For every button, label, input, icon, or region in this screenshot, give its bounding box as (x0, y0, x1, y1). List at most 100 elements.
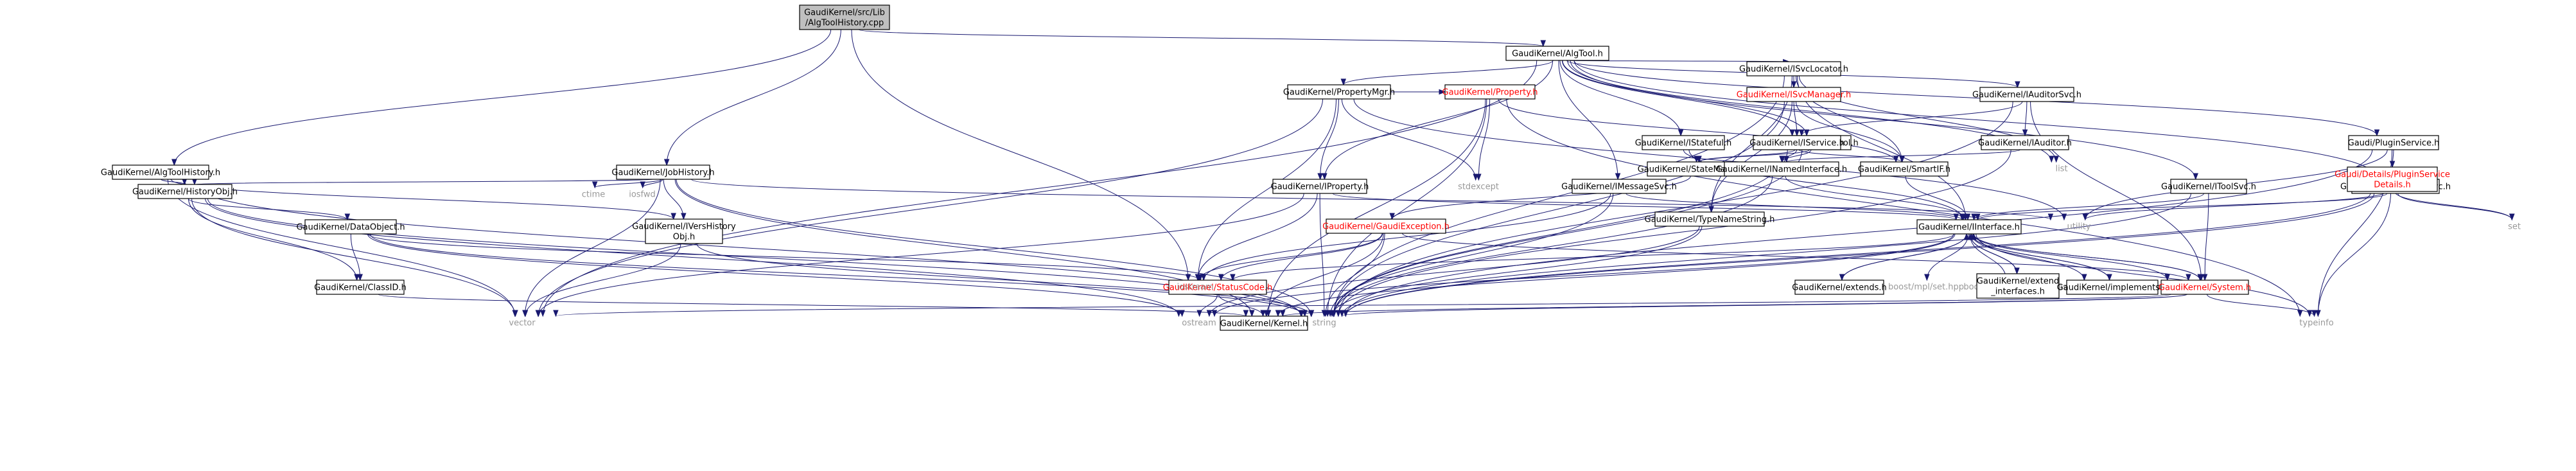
node-extends[interactable]: GaudiKernel/extends.h (1792, 280, 1887, 295)
edge-imonitorsvc-to-set (2397, 193, 2515, 221)
edge-systemh-to-string (1339, 294, 2188, 317)
node-label: GaudiKernel/implements.h (2057, 283, 2168, 293)
edge-istateful-to-statemachine (1683, 149, 1699, 163)
node-dataobject[interactable]: GaudiKernel/DataObject.h (296, 219, 405, 235)
node-classid[interactable]: GaudiKernel/ClassID.h (314, 280, 407, 295)
edge-arrowhead (1540, 40, 1546, 48)
edge-line (1342, 193, 2191, 317)
edge-isvclocator-to-isvcmanager (1791, 76, 1797, 89)
edge-line (1711, 101, 1792, 213)
edge-iproperty-to-iostream (1195, 193, 1318, 281)
node-box (799, 4, 890, 30)
node-algtool[interactable]: GaudiKernel/AlgTool.h (1505, 46, 1609, 61)
edge-line (538, 193, 1304, 317)
node-inamed[interactable]: GaudiKernel/INamedInterface.h (1716, 161, 1847, 177)
edge-arrowhead (1899, 156, 1905, 163)
node-iservice[interactable]: GaudiKernel/IService.h (1749, 135, 1844, 150)
node-historyobj[interactable]: GaudiKernel/HistoryObj.h (132, 184, 238, 199)
node-istateful[interactable]: GaudiKernel/IStateful.h (1635, 135, 1731, 150)
edge-line (1971, 233, 2110, 281)
node-label: vector (509, 319, 536, 328)
node-box (2347, 166, 2438, 192)
edge-systemh-to-iinterface (1971, 233, 2201, 281)
node-iproperty[interactable]: GaudiKernel/IProperty.h (1271, 179, 1369, 194)
node-label: GaudiKernel/Property.h (1442, 88, 1538, 98)
edge-arrowhead (2061, 213, 2067, 221)
node-iinterface[interactable]: GaudiKernel/IInterface.h (1916, 219, 2022, 235)
edge-statuscode-to-kernelh (1218, 294, 1266, 317)
edge-arrowhead (2202, 274, 2208, 281)
edge-line (367, 233, 1201, 281)
node-label: GaudiKernel/PropertyMgr.h (1283, 88, 1395, 98)
node-iauditorsvc[interactable]: GaudiKernel/IAuditorSvc.h (1972, 87, 2081, 102)
node-extendint[interactable]: GaudiKernel/extend_interfaces.h (1976, 273, 2060, 299)
edge-statuscode-to-ostream (1196, 294, 1218, 317)
node-iauditor[interactable]: GaudiKernel/IAuditor.h (1978, 135, 2072, 150)
node-label: Details.h (2374, 181, 2410, 190)
node-label: boost/mpl/set.hpp (1888, 283, 1964, 292)
edge-propertyh-to-stdexcept (1476, 98, 1491, 181)
node-systemh[interactable]: GaudiKernel/System.h (2159, 280, 2251, 295)
node-algtoolhistory[interactable]: GaudiKernel/AlgToolHistory.h (101, 164, 220, 180)
edge-line (1498, 98, 1897, 163)
edge-arrowhead (1971, 213, 1977, 221)
node-box (137, 184, 232, 199)
edge-line (1969, 233, 2007, 281)
edge-arrowhead (1275, 310, 1281, 317)
edge-smartif-to-iinterface (1905, 175, 1971, 221)
node-kernelh[interactable]: GaudiKernel/Kernel.h (1220, 315, 1308, 331)
node-smartif[interactable]: GaudiKernel/SmartIF.h (1858, 161, 1950, 177)
node-itoolsvc[interactable]: GaudiKernel/IToolSvc.h (2161, 179, 2256, 194)
edge-line (1973, 193, 2205, 220)
edge-algtool-to-pluginservice (1573, 60, 2380, 137)
edge-line (851, 29, 1189, 281)
node-typename[interactable]: GaudiKernel/TypeNameString.h (1645, 211, 1775, 227)
edge-iservice-to-smartif (1798, 149, 1905, 163)
edge-arrowhead (1963, 233, 1970, 240)
node-label: GaudiKernel/AlgTool.h (1512, 49, 1603, 59)
node-isvclocator[interactable]: GaudiKernel/ISvcLocator.h (1739, 61, 1848, 76)
edge-dataobject-to-ostream (367, 233, 1185, 317)
edge-line (194, 179, 654, 185)
node-label: GaudiKernel/IVersHistory (632, 222, 736, 232)
edge-line (188, 198, 348, 220)
node-propmgr[interactable]: GaudiKernel/PropertyMgr.h (1283, 84, 1395, 100)
edge-arrowhead (2164, 274, 2170, 281)
node-box (316, 280, 405, 295)
edge-arrowhead (2049, 156, 2055, 163)
node-pluginservice[interactable]: Gaudi/PluginService.h (2348, 135, 2440, 150)
edge-arrowhead (1340, 78, 1347, 86)
node-label: _interfaces.h (1990, 287, 2045, 297)
edge-statemachine-to-gaudiexc (1389, 175, 1691, 220)
edge-arrowhead (2509, 213, 2515, 221)
edge-arrowhead (670, 213, 676, 220)
node-label: GaudiKernel/IAuditorSvc.h (1972, 91, 2081, 100)
node-statuscode[interactable]: GaudiKernel/StatusCode.h (1163, 280, 1272, 295)
edge-iinterface-to-mplset (1924, 233, 1969, 281)
node-isvcmanager[interactable]: GaudiKernel/ISvcManager.h (1737, 87, 1851, 102)
edge-line (1977, 193, 2388, 220)
edge-algtool-to-imessagesvc (1558, 60, 1621, 181)
node-imessagesvc[interactable]: GaudiKernel/IMessageSvc.h (1561, 179, 1677, 194)
edge-arrowhead (1263, 310, 1270, 317)
node-jobhistory[interactable]: GaudiKernel/JobHistory.h (611, 164, 715, 180)
edge-line (188, 198, 358, 281)
edge-line (1333, 149, 1788, 317)
node-root[interactable]: GaudiKernel/src/Lib/AlgToolHistory.cpp (799, 4, 890, 30)
edge-layer (161, 29, 2515, 317)
node-box (1746, 61, 1841, 76)
node-layer: GaudiKernel/src/Lib/AlgToolHistory.cppGa… (101, 4, 2521, 331)
node-box (1860, 161, 1949, 177)
node-implements[interactable]: GaudiKernel/implements.h (2057, 280, 2168, 295)
node-box (2066, 280, 2159, 295)
node-label: GaudiKernel/GaudiException.h (1322, 222, 1450, 232)
edge-historyobj-to-dataobject (188, 198, 351, 221)
edge-arrowhead (1708, 206, 1714, 213)
edge-isvcmanager-to-string (1331, 101, 1785, 317)
node-propertyh[interactable]: GaudiKernel/Property.h (1442, 84, 1538, 100)
edge-gaudiexc-to-iostream (1196, 233, 1383, 281)
node-gaudiexc[interactable]: GaudiKernel/GaudiException.h (1322, 218, 1450, 234)
